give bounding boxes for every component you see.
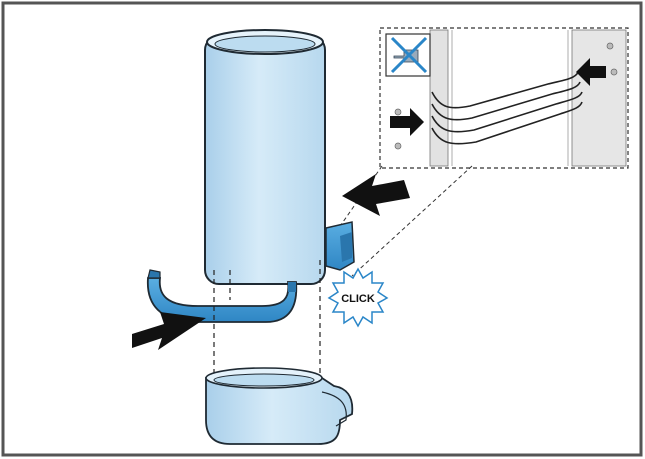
inset-leader-lines <box>335 165 473 277</box>
arrow-icon <box>576 58 606 86</box>
arrow-icon <box>342 174 410 216</box>
vertical-duct <box>204 29 326 285</box>
click-label: CLICK <box>341 293 375 305</box>
alignment-lines <box>213 260 321 380</box>
inset-wall-right <box>571 29 627 167</box>
arrow-icon <box>132 312 206 350</box>
screw-icon <box>394 42 618 150</box>
back-clip <box>325 221 355 271</box>
arrow-icon <box>390 108 424 136</box>
click-burst-icon: CLICK <box>327 267 389 328</box>
elbow-duct <box>205 367 354 445</box>
no-drill-icon <box>385 33 431 77</box>
detail-inset <box>379 27 629 169</box>
inset-wall-left <box>429 29 449 167</box>
inset-rail <box>431 71 583 145</box>
